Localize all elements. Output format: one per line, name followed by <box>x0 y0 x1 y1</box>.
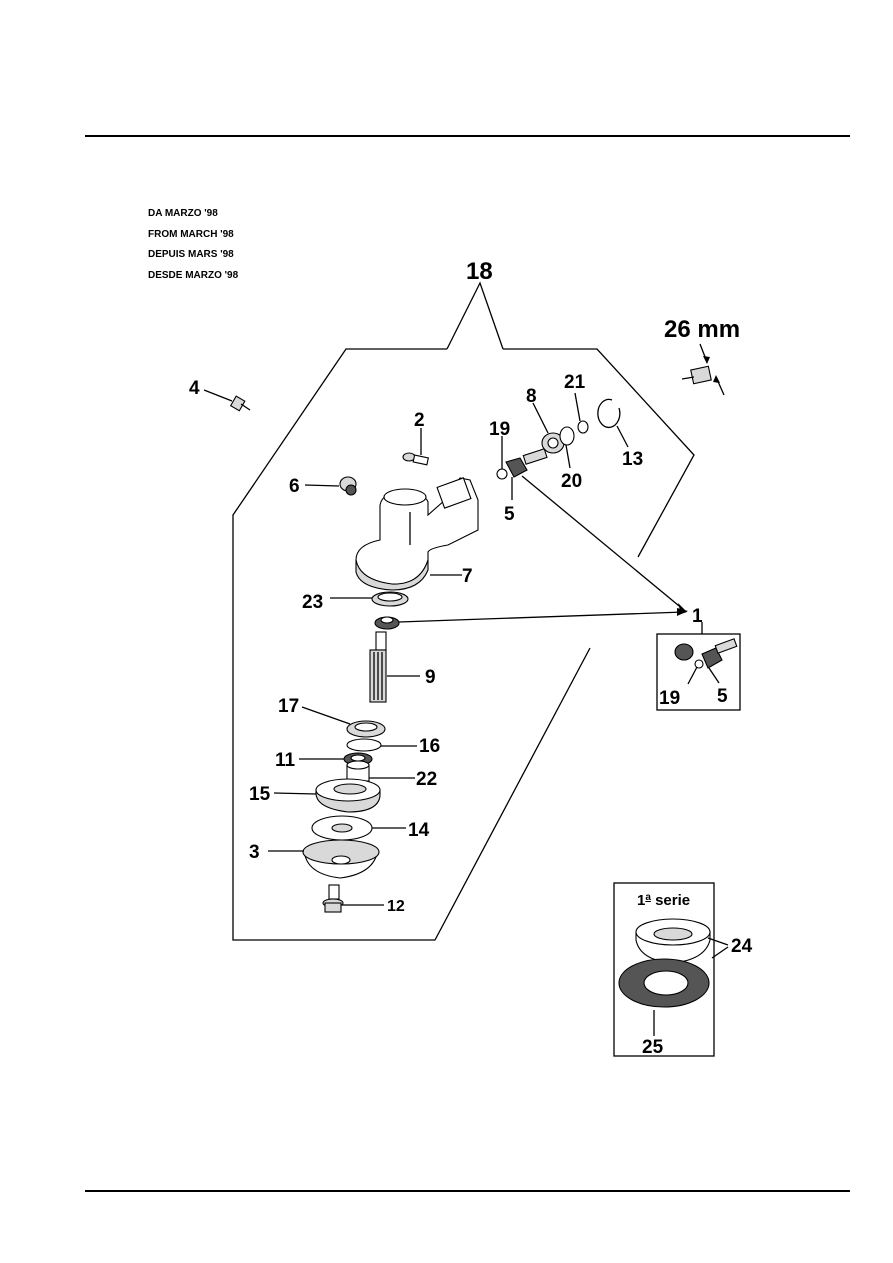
date-applicability: DA MARZO '98 FROM MARCH '98 DEPUIS MARS … <box>148 204 238 286</box>
part-15-upper-flange <box>273 778 381 813</box>
callout-2: 2 <box>414 410 425 431</box>
callout-20: 20 <box>561 471 582 492</box>
part-6-screw <box>304 476 357 496</box>
callout-23: 23 <box>302 592 323 613</box>
callout-13: 13 <box>622 449 643 470</box>
part-4-bolt <box>203 389 251 412</box>
callout-3: 3 <box>249 842 260 863</box>
callout-8: 8 <box>526 386 537 407</box>
inset-callout-19: 19 <box>659 688 680 709</box>
assembly-outline <box>232 281 695 941</box>
callout-6: 6 <box>289 476 300 497</box>
part-3-cup <box>268 839 380 879</box>
date-es: DESDE MARZO '98 <box>148 269 239 281</box>
callout-11: 11 <box>275 750 296 771</box>
part-5-pinion-gear <box>505 448 548 500</box>
part-1-bevel-gear <box>374 616 400 630</box>
callout-18: 18 <box>466 258 493 285</box>
callout-7: 7 <box>462 566 473 587</box>
first-series-title: 1a serie <box>637 892 690 909</box>
part-16-circlip <box>346 738 417 752</box>
callout-16: 16 <box>419 736 440 757</box>
part-17-bearing <box>301 706 386 738</box>
date-it: DA MARZO '98 <box>148 208 218 219</box>
inset-callout-5: 5 <box>717 686 728 707</box>
callout-5: 5 <box>504 504 515 525</box>
callout-25: 25 <box>642 1037 664 1058</box>
callout-21: 21 <box>564 372 586 393</box>
callout-9: 9 <box>425 667 436 688</box>
part-22-bushing <box>346 760 415 782</box>
callout-14: 14 <box>408 820 430 841</box>
part-2-bolt <box>402 428 429 466</box>
part-7-gear-housing <box>355 477 479 591</box>
part-21-clip <box>574 392 589 434</box>
top-rule <box>85 135 850 137</box>
part-23-bearing <box>330 591 409 607</box>
part-1-leaders <box>398 475 688 623</box>
part-14-washer <box>311 815 406 841</box>
callout-labels: 18 4 2 6 19 5 8 21 20 13 7 23 1 9 17 16 … <box>189 258 753 1058</box>
callout-19: 19 <box>489 419 510 440</box>
dimension-label: 26 mm <box>664 316 740 343</box>
callout-15: 15 <box>249 784 271 805</box>
part-19-washer <box>496 436 508 480</box>
part-13-circlip <box>597 398 629 448</box>
callout-1: 1 <box>692 606 703 627</box>
date-fr: DEPUIS MARS '98 <box>148 249 234 260</box>
callout-4: 4 <box>189 378 200 399</box>
callout-22: 22 <box>416 769 437 790</box>
bottom-rule <box>85 1190 850 1192</box>
callout-12: 12 <box>387 898 405 915</box>
part-8-bearing <box>532 402 565 454</box>
dimension-26mm <box>681 343 725 396</box>
date-en: FROM MARCH '98 <box>148 228 234 240</box>
callout-17: 17 <box>278 696 299 717</box>
part-20-ring <box>559 426 575 469</box>
part-9-shaft <box>369 631 420 703</box>
inset-first-series <box>613 882 729 1057</box>
inset-part-1 <box>656 622 741 711</box>
callout-24: 24 <box>731 936 753 957</box>
part-12-bolt <box>322 884 384 913</box>
